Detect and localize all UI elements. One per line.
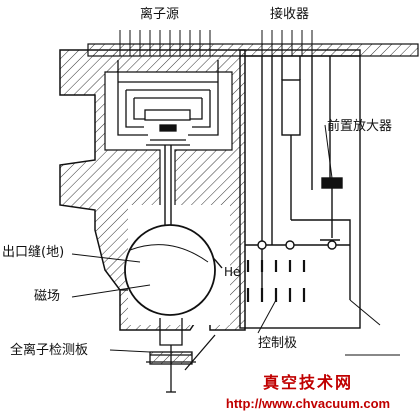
label-receiver: 接收器 xyxy=(270,7,310,22)
ion-source-electrodes xyxy=(117,60,219,146)
magnetic-analyzer xyxy=(124,224,216,316)
watermark-url: http://www.chvacuum.com xyxy=(225,396,391,411)
label-control-plate: 控制极 xyxy=(258,336,298,351)
label-ion-source: 离子源 xyxy=(140,7,180,22)
exit-slit-assembly xyxy=(120,289,216,393)
label-total-ion-detector: 全离子检测板 xyxy=(10,343,89,358)
top-plate xyxy=(87,30,419,57)
receiver-box xyxy=(239,49,361,329)
leader-lines xyxy=(71,124,400,356)
collector-plates xyxy=(246,260,306,302)
watermark-site-name: 真空技术网 xyxy=(262,373,353,392)
label-preamplifier: 前置放大器 xyxy=(327,119,393,134)
label-magnetic-field: 磁场 xyxy=(34,289,61,304)
label-he: He xyxy=(224,265,241,279)
label-exit-slit: 出口缝(地) xyxy=(2,245,65,260)
watermark: 真空技术网 http://www.chvacuum.com xyxy=(196,365,420,411)
